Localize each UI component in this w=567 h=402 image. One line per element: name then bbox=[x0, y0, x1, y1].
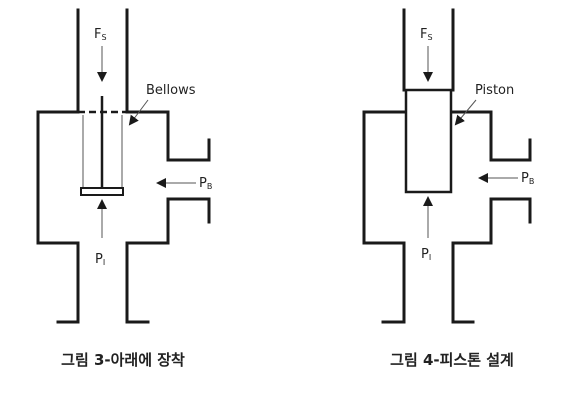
piston-label: Piston bbox=[475, 83, 514, 98]
body-outline-right-lower bbox=[451, 197, 532, 324]
caption-left: 그림 3-아래에 장착 bbox=[61, 351, 185, 369]
bellows-plate bbox=[80, 187, 124, 196]
side-pressure-label: PB bbox=[199, 176, 212, 191]
piston-leader-arrow bbox=[454, 99, 477, 126]
force-label: FS bbox=[94, 27, 107, 42]
body-outline-right-lower bbox=[125, 197, 211, 324]
body-outline-left bbox=[36, 110, 80, 324]
inlet-pressure-label: PI bbox=[95, 252, 105, 267]
caption-right: 그림 4-피스톤 설계 bbox=[390, 351, 514, 369]
inlet-pressure-label: PI bbox=[421, 247, 431, 262]
bellows-label: Bellows bbox=[146, 83, 196, 98]
body-outline-right bbox=[451, 110, 532, 162]
piston bbox=[404, 88, 453, 194]
force-label: FS bbox=[420, 27, 433, 42]
body-outline-left bbox=[362, 110, 406, 324]
figure-piston: FS Piston PB PI 그림 4-피스톤 설계 bbox=[362, 8, 534, 369]
bellows-leader-arrow bbox=[128, 99, 149, 126]
body-outline-right bbox=[125, 110, 211, 162]
side-pressure-label: PB bbox=[521, 171, 534, 186]
figure-bellows: FS Bellows PB PI 그림 3-아래에 장착 bbox=[36, 8, 212, 369]
